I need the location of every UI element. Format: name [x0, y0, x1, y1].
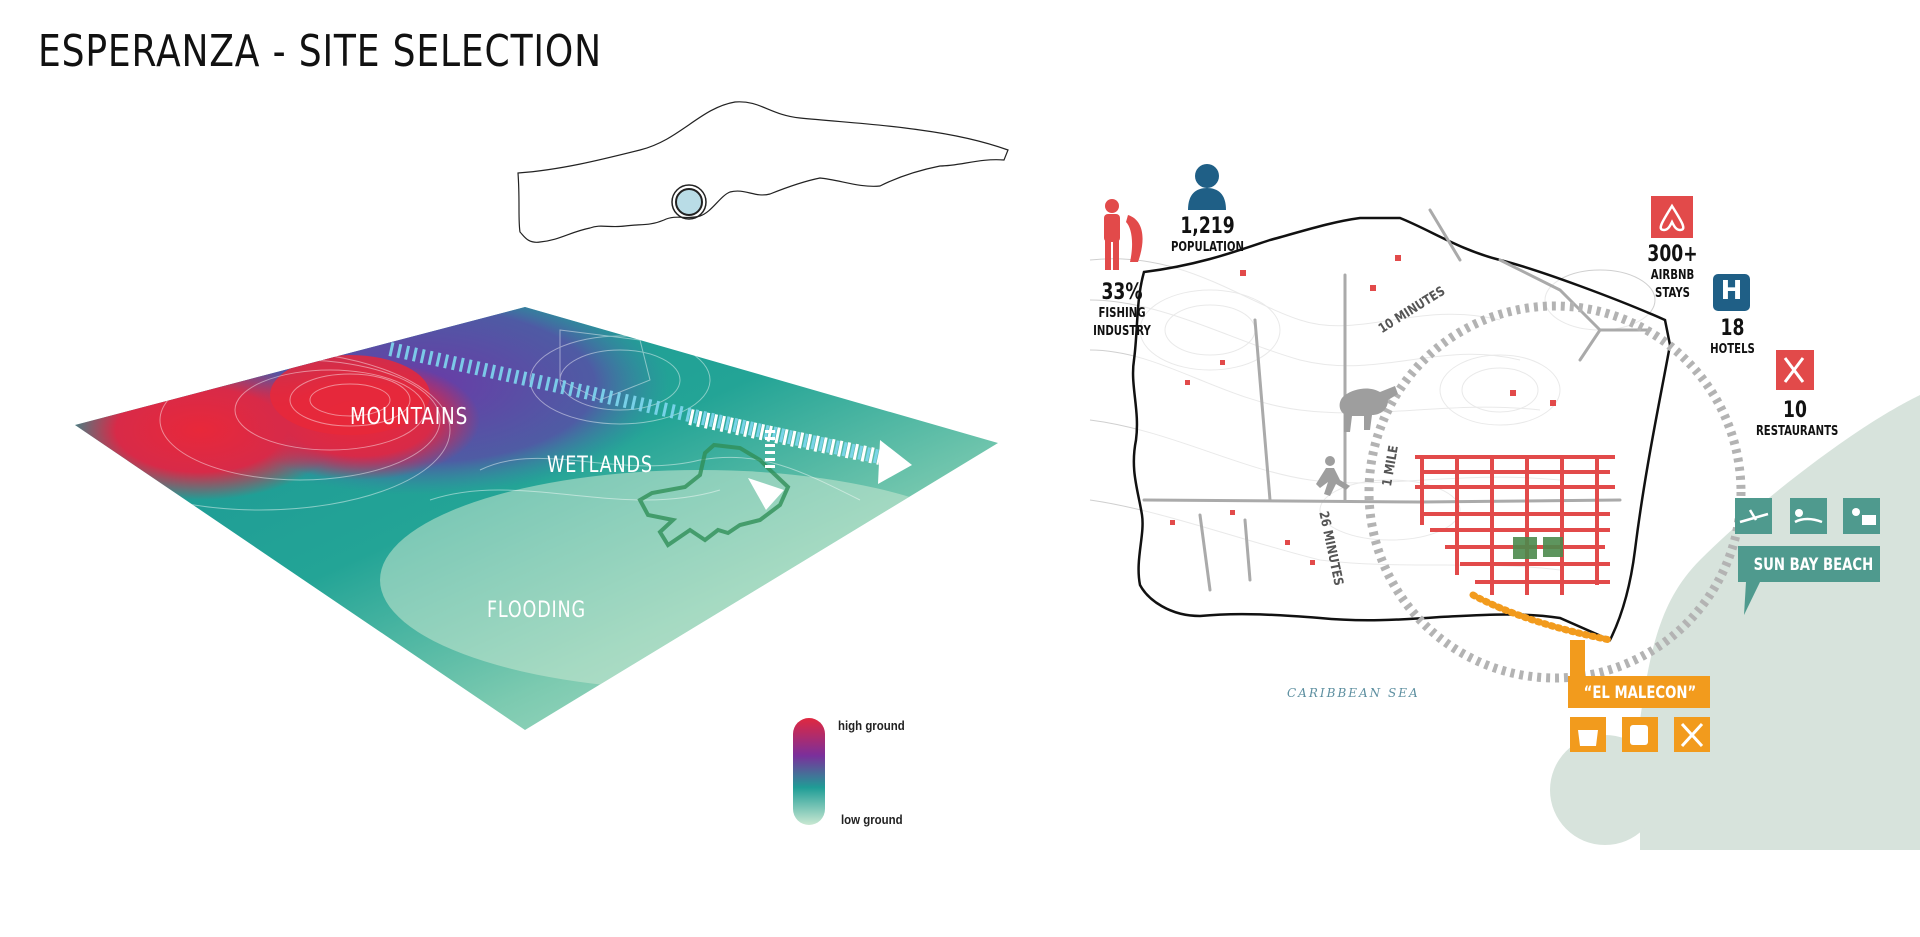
- airbnb-label-2: STAYS: [1655, 286, 1690, 301]
- sun-bay-banner: [1738, 546, 1880, 615]
- hotels-value: 18: [1720, 316, 1745, 341]
- caribbean-sea-label: CARIBBEAN SEA: [1287, 686, 1420, 700]
- population-icon: [1188, 164, 1226, 210]
- mountains-label: MOUNTAINS: [350, 404, 469, 430]
- legend-low-label: low ground: [841, 812, 903, 827]
- hotels-stat: 18 HOTELS: [1699, 316, 1765, 359]
- fishing-label-2: INDUSTRY: [1093, 324, 1151, 339]
- legend-high-label: high ground: [838, 718, 905, 733]
- elevation-legend-bar: [793, 718, 825, 825]
- fishing-stat: 33% FISHING INDUSTRY: [1086, 280, 1158, 341]
- hotels-label: HOTELS: [1710, 342, 1755, 357]
- sun-bay-beach-label: SUN BAY BEACH: [1753, 555, 1874, 575]
- island-outline: [517, 101, 1009, 243]
- airbnb-label-1: AIRBNB: [1650, 268, 1695, 283]
- population-label: POPULATION: [1170, 240, 1245, 255]
- hotel-icon: [1713, 274, 1750, 311]
- restaurants-label: RESTAURANTS: [1756, 424, 1839, 439]
- malecon-banner: [1568, 640, 1710, 752]
- hotel-icon-glyph: H: [1720, 276, 1743, 306]
- el-malecon-label: “EL MALECON”: [1583, 683, 1697, 703]
- flooding-label: FLOODING: [487, 598, 586, 623]
- cow-icon: [1339, 386, 1398, 432]
- wetlands-label: WETLANDS: [547, 453, 653, 478]
- restaurant-icon: [1776, 350, 1814, 390]
- airbnb-icon: [1651, 196, 1693, 238]
- walker-icon: [1316, 456, 1350, 496]
- restaurants-stat: 10 RESTAURANTS: [1756, 398, 1839, 441]
- airbnb-value: 300+: [1647, 242, 1698, 267]
- fisherman-icon: [1104, 199, 1143, 270]
- flow-arrows: [388, 342, 912, 510]
- page-title: ESPERANZA - SITE SELECTION: [38, 26, 602, 77]
- population-value: 1,219: [1180, 214, 1235, 239]
- terrain-plane: [75, 307, 998, 730]
- fishing-value: 33%: [1101, 280, 1143, 305]
- activity-icons: [1735, 498, 1880, 534]
- one-mile-radius: [1364, 301, 1746, 683]
- fishing-label-1: FISHING: [1098, 306, 1146, 321]
- airbnb-stat: 300+ AIRBNB STAYS: [1635, 242, 1709, 303]
- restaurants-value: 10: [1783, 398, 1807, 423]
- population-stat: 1,219 POPULATION: [1170, 214, 1244, 257]
